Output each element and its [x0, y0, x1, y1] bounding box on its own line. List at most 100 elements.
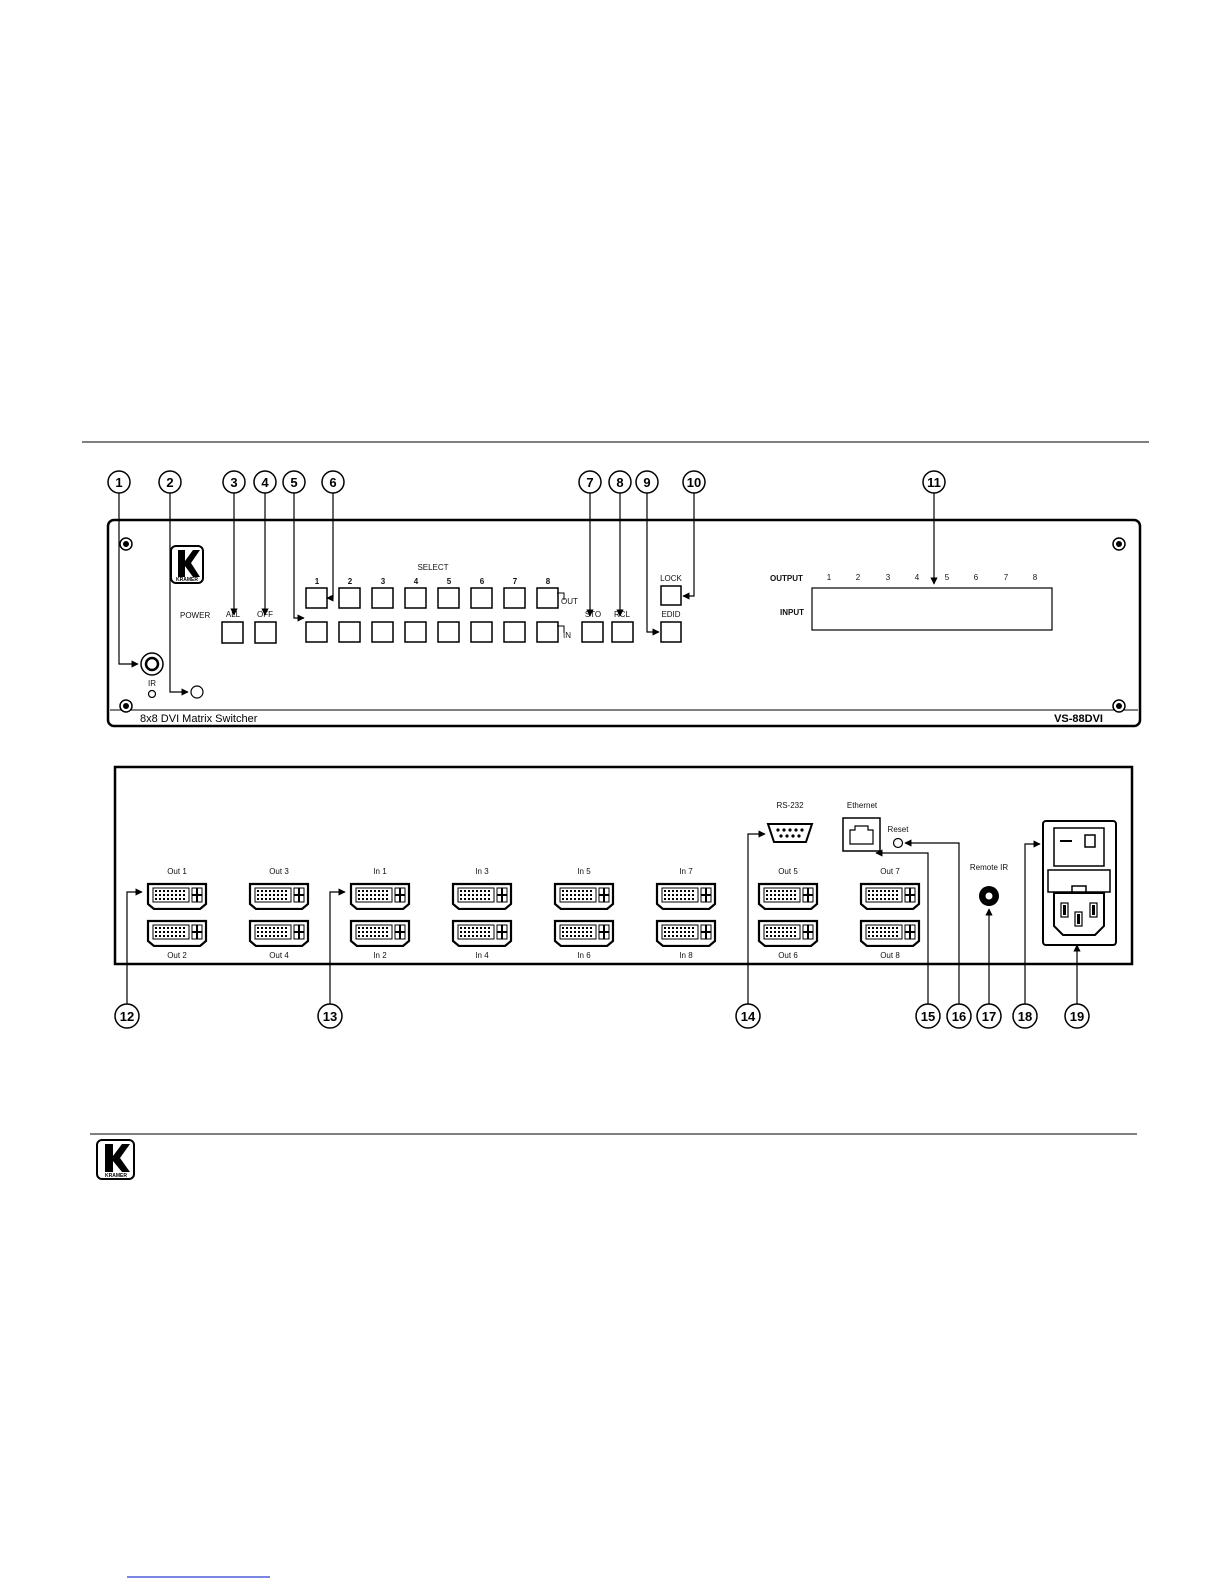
out-button[interactable]	[503, 587, 526, 609]
callout-7: 7	[578, 470, 602, 494]
out-button[interactable]	[536, 587, 559, 609]
remote-ir-label: Remote IR	[970, 863, 1008, 872]
callout-4: 4	[253, 470, 277, 494]
callout-8: 8	[608, 470, 632, 494]
svg-text:3: 3	[230, 475, 237, 490]
off-button[interactable]	[254, 621, 277, 644]
port-label: Out 3	[269, 867, 289, 876]
dvi-port-icon[interactable]	[757, 882, 819, 910]
svg-text:16: 16	[952, 1009, 966, 1024]
model-name: VS-88DVI	[1054, 713, 1103, 725]
reset-label: Reset	[888, 825, 910, 834]
kramer-logo-icon: KRAMER	[170, 545, 204, 584]
rcl-label: RCL	[614, 610, 631, 619]
svg-text:19: 19	[1070, 1009, 1084, 1024]
callout-3: 3	[222, 470, 246, 494]
output-number: 6	[974, 573, 979, 582]
all-label: ALL	[226, 610, 241, 619]
select-number: 1	[315, 577, 320, 586]
dvi-port-icon[interactable]	[553, 919, 615, 947]
dvi-port-icon[interactable]	[451, 882, 513, 910]
svg-text:2: 2	[166, 475, 173, 490]
port-label: In 3	[475, 867, 489, 876]
in-button[interactable]	[536, 621, 559, 643]
sto-button[interactable]	[581, 621, 604, 643]
input-label: INPUT	[780, 608, 804, 617]
select-number: 4	[414, 577, 419, 586]
svg-text:4: 4	[261, 475, 269, 490]
rs232-port-icon[interactable]	[766, 823, 814, 843]
in-button[interactable]	[371, 621, 394, 643]
callout-11: 11	[922, 470, 946, 494]
power-switch[interactable]	[1053, 827, 1105, 867]
dvi-port-icon[interactable]	[553, 882, 615, 910]
svg-text:7: 7	[586, 475, 593, 490]
output-number: 2	[856, 573, 861, 582]
callout-13: 13	[317, 1003, 343, 1029]
in-button[interactable]	[305, 621, 328, 643]
reset-button[interactable]	[892, 837, 904, 849]
select-number: 8	[546, 577, 551, 586]
dvi-port-icon[interactable]	[757, 919, 819, 947]
callout-15: 15	[915, 1003, 941, 1029]
callout-5: 5	[282, 470, 306, 494]
out-button[interactable]	[470, 587, 493, 609]
out-button[interactable]	[371, 587, 394, 609]
callout-1: 1	[107, 470, 131, 494]
output-label: OUTPUT	[770, 574, 803, 583]
select-number: 7	[513, 577, 518, 586]
dvi-port-icon[interactable]	[655, 882, 717, 910]
callout-19: 19	[1064, 1003, 1090, 1029]
dvi-port-icon[interactable]	[248, 919, 310, 947]
port-label: In 8	[679, 951, 693, 960]
dvi-port-icon[interactable]	[859, 919, 921, 947]
dvi-port-icon[interactable]	[146, 919, 208, 947]
port-label: Out 5	[778, 867, 798, 876]
svg-text:9: 9	[643, 475, 650, 490]
port-label: In 1	[373, 867, 387, 876]
all-button[interactable]	[221, 621, 244, 644]
out-button[interactable]	[338, 587, 361, 609]
dvi-port-icon[interactable]	[451, 919, 513, 947]
out-button[interactable]	[437, 587, 460, 609]
callout-6: 6	[321, 470, 345, 494]
ir-label: IR	[148, 679, 156, 688]
rear-leaders	[126, 830, 1081, 1004]
ethernet-port-icon[interactable]	[842, 817, 881, 852]
dvi-port-icon[interactable]	[655, 919, 717, 947]
in-button[interactable]	[437, 621, 460, 643]
in-button[interactable]	[503, 621, 526, 643]
rcl-button[interactable]	[611, 621, 634, 643]
output-number: 8	[1033, 573, 1038, 582]
svg-text:1: 1	[115, 475, 122, 490]
dvi-port-icon[interactable]	[349, 919, 411, 947]
in-button[interactable]	[338, 621, 361, 643]
out-label: OUT	[561, 597, 578, 606]
out-button[interactable]	[404, 587, 427, 609]
front-panel: KRAMER POWER ALL OFF SELECT 1 2 3 4 5 6 …	[106, 518, 1142, 728]
in-button[interactable]	[470, 621, 493, 643]
callout-2: 2	[158, 470, 182, 494]
footer-logo-text: KRAMER	[105, 1173, 127, 1179]
in-button[interactable]	[404, 621, 427, 643]
edid-label: EDID	[661, 610, 680, 619]
dvi-port-icon[interactable]	[146, 882, 208, 910]
front-leaders	[118, 493, 938, 696]
callout-18: 18	[1012, 1003, 1038, 1029]
status-display	[811, 587, 1053, 631]
dvi-port-icon[interactable]	[349, 882, 411, 910]
edid-button[interactable]	[660, 621, 682, 643]
rs232-label: RS-232	[776, 801, 804, 810]
dvi-port-icon[interactable]	[248, 882, 310, 910]
output-number: 3	[886, 573, 891, 582]
port-label: Out 8	[880, 951, 900, 960]
lock-button[interactable]	[660, 585, 682, 606]
port-label: In 5	[577, 867, 591, 876]
select-number: 3	[381, 577, 386, 586]
out-button[interactable]	[305, 587, 328, 609]
ir-led-icon	[147, 689, 157, 699]
dvi-port-icon[interactable]	[859, 882, 921, 910]
select-number: 5	[447, 577, 452, 586]
callout-14: 14	[735, 1003, 761, 1029]
